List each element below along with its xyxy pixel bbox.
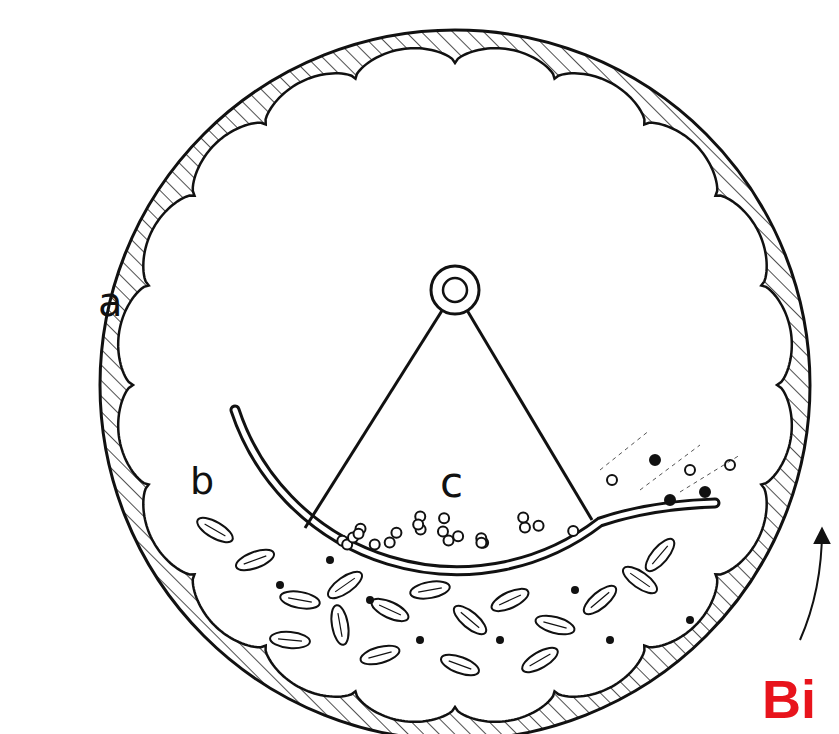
small-seed bbox=[534, 521, 544, 531]
drum-wall bbox=[100, 30, 810, 734]
grain-kernel bbox=[233, 546, 276, 575]
trajectory-line bbox=[680, 455, 740, 492]
rotation-arrow bbox=[800, 530, 822, 640]
weed-seed bbox=[326, 556, 334, 564]
grain-kernel bbox=[329, 604, 352, 646]
shaft bbox=[443, 278, 467, 302]
small-seed bbox=[391, 528, 401, 538]
grain-kernel bbox=[368, 594, 411, 625]
small-seed bbox=[476, 538, 486, 548]
small-seed bbox=[453, 531, 463, 541]
small-seed bbox=[354, 529, 364, 539]
part-letter: a bbox=[98, 282, 123, 322]
figure-tag: Bi bbox=[762, 672, 816, 726]
shaft-hub bbox=[431, 266, 479, 314]
thrown-seed bbox=[650, 455, 660, 465]
grain-kernel bbox=[324, 567, 366, 603]
grain-kernel bbox=[450, 601, 491, 639]
grain-kernel bbox=[279, 589, 321, 612]
small-seed bbox=[413, 519, 423, 529]
drum-outer-edge bbox=[100, 30, 810, 734]
weed-seed bbox=[496, 636, 504, 644]
grain-kernel bbox=[438, 651, 481, 680]
thrown-seed bbox=[700, 487, 710, 497]
thrown-seed bbox=[665, 495, 675, 505]
weed-seed bbox=[571, 586, 579, 594]
grain-kernel bbox=[534, 612, 577, 638]
grain-kernel bbox=[409, 579, 451, 602]
grain-kernel bbox=[488, 584, 531, 615]
weed-seed bbox=[686, 616, 694, 624]
grain-kernel bbox=[580, 581, 621, 619]
thrown-seed bbox=[685, 465, 695, 475]
weed-seed bbox=[366, 596, 374, 604]
small-seed bbox=[439, 513, 449, 523]
weed-seed bbox=[416, 636, 424, 644]
small-seed bbox=[520, 523, 530, 533]
trough-outline bbox=[235, 410, 715, 571]
trajectory-line bbox=[600, 430, 650, 470]
trajectory-line bbox=[640, 445, 700, 490]
trough-inner bbox=[235, 410, 715, 571]
part-letter: c bbox=[440, 462, 463, 504]
weed-seed bbox=[606, 636, 614, 644]
small-seed bbox=[568, 526, 578, 536]
small-seed bbox=[370, 539, 380, 549]
trough-arm bbox=[305, 290, 455, 528]
part-letter: b bbox=[190, 462, 214, 500]
small-seed bbox=[518, 513, 528, 523]
thrown-seed bbox=[607, 475, 617, 485]
trough-arm bbox=[455, 290, 592, 520]
grain-kernel bbox=[194, 513, 237, 547]
grain-kernel bbox=[359, 642, 402, 668]
drum-inner-edge bbox=[118, 48, 792, 722]
grain-kernel bbox=[269, 630, 310, 649]
grain-kernel bbox=[519, 643, 562, 677]
small-seed bbox=[444, 536, 454, 546]
small-seed bbox=[385, 537, 395, 547]
grain-kernel bbox=[641, 535, 679, 576]
weed-seed bbox=[276, 581, 284, 589]
